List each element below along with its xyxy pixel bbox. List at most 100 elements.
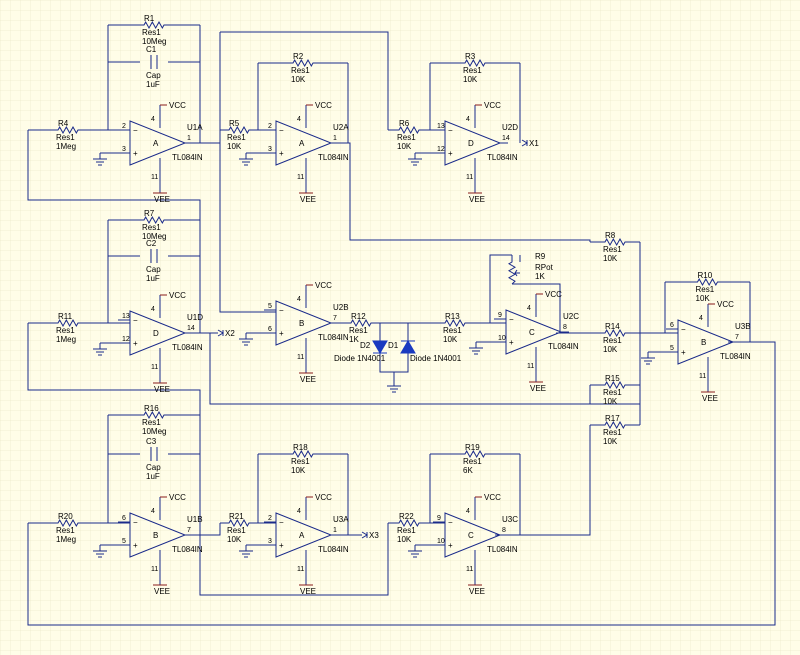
minus-sign: −: [279, 306, 284, 315]
diode-symbol: [372, 340, 388, 354]
vee-pin-number: 11: [699, 373, 706, 380]
capacitor-value: 1uF: [146, 274, 160, 283]
pin-plus-number: 5: [670, 345, 674, 352]
opamp-triangle: [275, 120, 333, 166]
vcc-label: VCC: [169, 493, 186, 502]
opamp-triangle: [677, 319, 735, 365]
capacitor-ref: C2: [146, 239, 157, 248]
resistor-ref: R17: [605, 414, 620, 423]
resistor-value: 10Meg: [142, 37, 166, 46]
vee-pin-number: 11: [297, 174, 304, 181]
vee-label: VEE: [154, 195, 170, 204]
resistor-symbol: [258, 449, 348, 459]
resistor-ref: R21: [229, 512, 244, 521]
pot-ref: R9: [535, 252, 546, 261]
capacitor-symbol: [150, 249, 158, 263]
resistor-symbol: [108, 215, 200, 225]
vcc-label: VCC: [484, 101, 501, 110]
resistor-ref: R1: [144, 14, 155, 23]
vcc-pin-number: 4: [297, 296, 301, 303]
resistor-type: Res1: [603, 388, 622, 397]
resistor-type: Res1: [397, 526, 416, 535]
minus-sign: −: [279, 126, 284, 135]
opamp-input-pins: [264, 129, 276, 154]
pin-minus-number: 13: [122, 313, 130, 320]
opamp-part: TL084IN: [318, 153, 349, 162]
resistor-type: Res1: [397, 133, 416, 142]
resistor-ref: R11: [58, 312, 73, 321]
resistor-value: 10K: [443, 335, 458, 344]
opamp-input-pins: [494, 318, 506, 343]
vcc-label: VCC: [169, 291, 186, 300]
vee-label: VEE: [300, 587, 316, 596]
resistor-ref: R22: [399, 512, 414, 521]
port-x3: X3: [361, 531, 379, 540]
resistor-symbol: [258, 58, 348, 68]
resistor-symbol: [590, 380, 640, 390]
minus-sign: −: [133, 518, 138, 527]
vee-label: VEE: [469, 587, 485, 596]
pin-plus-number: 3: [268, 146, 272, 153]
resistor-value: 10K: [463, 75, 478, 84]
vee-pin-number: 11: [466, 174, 473, 181]
ground-icon: [469, 342, 483, 355]
opamp-triangle: [444, 120, 502, 166]
vee-label: VEE: [702, 394, 718, 403]
resistor-ref: R13: [445, 312, 460, 321]
resistor-ref: R16: [144, 404, 159, 413]
pin-out-number: 8: [502, 527, 506, 534]
section-letter: A: [299, 139, 305, 148]
resistor-value: 10K: [227, 535, 242, 544]
resistor-ref: R14: [605, 322, 620, 331]
ground-icon: [408, 545, 422, 558]
vee-label: VEE: [300, 195, 316, 204]
resistor-type: Res1: [56, 326, 75, 335]
port-icon: [361, 531, 368, 539]
resistor-type: Res1: [142, 28, 161, 37]
resistor-value: 10K: [603, 397, 618, 406]
vee-label: VEE: [469, 195, 485, 204]
resistor-value: 10K: [227, 142, 242, 151]
resistor-value: 10K: [603, 254, 618, 263]
opamp-ref: U2C: [563, 312, 579, 321]
minus-sign: −: [448, 518, 453, 527]
resistor-ref: R3: [465, 52, 476, 61]
resistor-type: Res1: [56, 133, 75, 142]
pin-plus-number: 10: [437, 538, 445, 545]
opamp-input-pins: [666, 328, 678, 353]
opamp-input-pins: [264, 521, 276, 546]
vcc-pin-number: 4: [151, 508, 155, 515]
pin-out-number: 1: [333, 527, 337, 534]
resistor-value: 6K: [463, 466, 473, 475]
resistor-symbol: [590, 328, 640, 338]
ground-icon: [93, 343, 107, 356]
resistor-value: 10K: [603, 345, 618, 354]
vcc-label: VCC: [545, 290, 562, 299]
resistor-ref: R18: [293, 443, 308, 452]
section-letter: D: [153, 329, 159, 338]
pin-minus-number: 6: [122, 515, 126, 522]
opamp-input-pins: [264, 309, 276, 334]
resistor-ref: R6: [399, 119, 410, 128]
pin-out-number: 1: [187, 135, 191, 142]
pin-plus-number: 3: [122, 146, 126, 153]
resistor-symbol: [28, 125, 108, 135]
pot-symbol: [508, 255, 516, 285]
pin-out-number: 7: [333, 315, 337, 322]
pin-minus-number: 13: [437, 123, 445, 130]
opamp-part: TL084IN: [318, 545, 349, 554]
ground-icon: [239, 545, 253, 558]
opamp-input-pins: [433, 521, 445, 546]
resistor-value: 10K: [603, 437, 618, 446]
resistor-type: Res1: [291, 66, 310, 75]
pin-out-number: 14: [502, 135, 510, 142]
pin-plus-number: 12: [122, 336, 130, 343]
